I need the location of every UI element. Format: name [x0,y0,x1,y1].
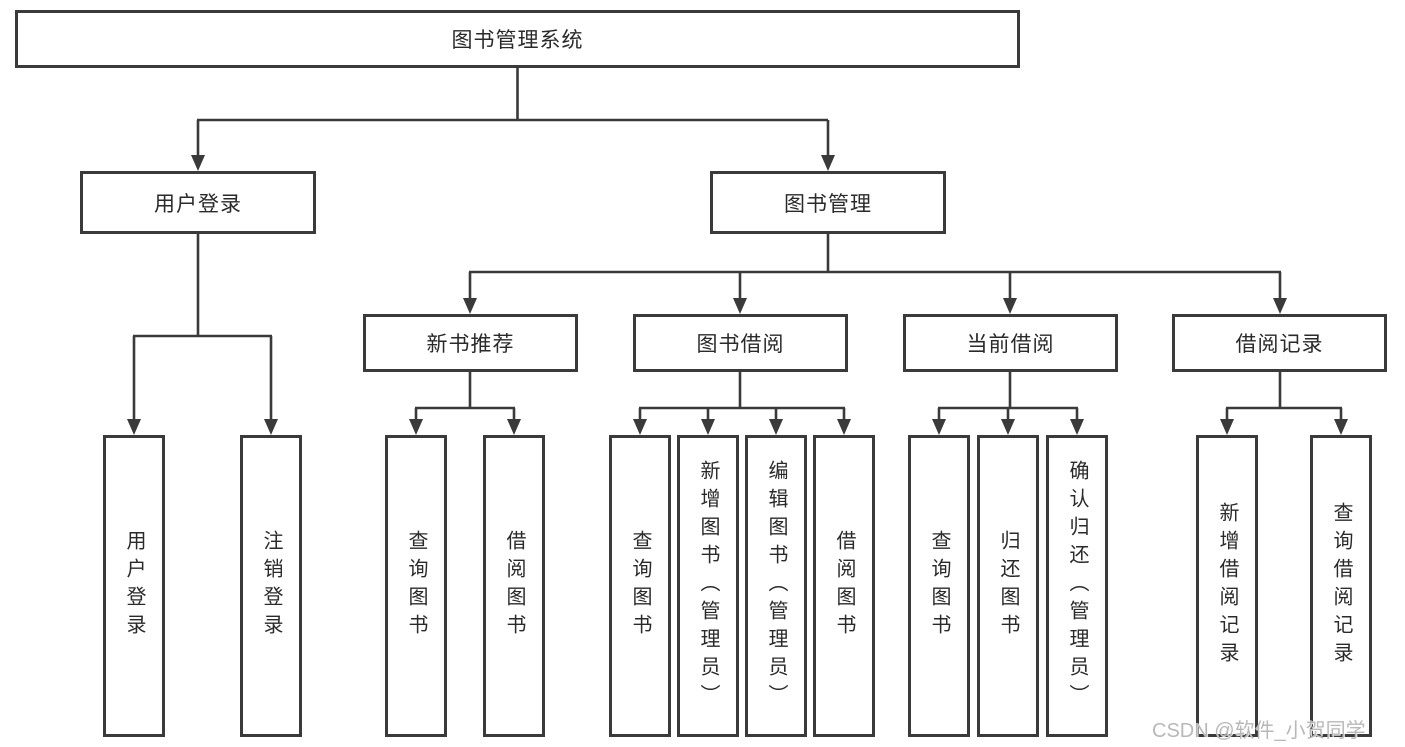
leaf-user-login: 用户登录 [103,435,165,737]
leaf-current-return-books-label: 归还图书 [997,530,1019,642]
arrowhead-down [821,155,835,171]
node-new-book-recommend: 新书推荐 [363,314,578,372]
arrowhead-down [932,419,946,435]
arrowhead-down [1001,419,1015,435]
leaf-borrow-edit-books-admin-label: 编辑图书（管理员） [765,460,787,712]
leaf-user-login-label: 用户登录 [123,530,145,642]
arrowhead-down [264,419,278,435]
csdn-watermark: CSDN @软件_小贺同学 [1152,720,1366,742]
leaf-current-confirm-return-admin: 确认归还（管理员） [1046,435,1108,737]
leaf-logout-label: 注销登录 [260,530,282,642]
connector-bookborrow-to-leaves [638,372,846,424]
connector-root-to-level2 [196,68,830,160]
leaf-logout: 注销登录 [240,435,302,737]
connector-bookmgmt-to-level3 [468,234,1282,303]
arrowhead-down [1070,419,1084,435]
leaf-current-query-books-label: 查询图书 [928,530,950,642]
leaf-record-query-record: 查询借阅记录 [1310,435,1372,737]
node-user-login: 用户登录 [80,171,316,234]
leaf-newbook-borrow-books: 借阅图书 [483,435,545,737]
arrowhead-down [191,155,205,171]
arrowhead-down [1003,298,1017,314]
arrowhead-down [507,419,521,435]
arrowhead-down [1334,419,1348,435]
arrowhead-down [409,419,423,435]
node-book-management: 图书管理 [710,171,946,234]
arrowhead-down [1220,419,1234,435]
connector-borrowrecord-to-leaves [1225,372,1343,424]
leaf-newbook-borrow-books-label: 借阅图书 [503,530,525,642]
leaf-record-query-record-label: 查询借阅记录 [1330,502,1352,670]
connector-newbook-to-leaves [414,372,516,424]
arrowhead-down [463,298,477,314]
leaf-newbook-query-books: 查询图书 [385,435,447,737]
node-borrow-record: 借阅记录 [1172,314,1387,372]
leaf-borrow-borrow-books: 借阅图书 [813,435,875,737]
leaf-borrow-add-books-admin: 新增图书（管理员） [677,435,739,737]
leaf-current-query-books: 查询图书 [908,435,970,737]
connector-currentborrow-to-leaves [937,372,1079,424]
arrowhead-down [633,419,647,435]
leaf-borrow-query-books-label: 查询图书 [629,530,651,642]
arrowhead-down [1273,298,1287,314]
leaf-current-return-books: 归还图书 [977,435,1039,737]
node-book-borrow: 图书借阅 [633,314,848,372]
leaf-borrow-add-books-admin-label: 新增图书（管理员） [697,460,719,712]
node-current-borrow: 当前借阅 [903,314,1118,372]
arrowhead-down [733,298,747,314]
leaf-borrow-query-books: 查询图书 [609,435,671,737]
leaf-borrow-edit-books-admin: 编辑图书（管理员） [745,435,807,737]
leaf-record-add-record: 新增借阅记录 [1196,435,1258,737]
arrowhead-down [837,419,851,435]
leaf-newbook-query-books-label: 查询图书 [405,530,427,642]
node-root: 图书管理系统 [15,10,1020,68]
leaf-record-add-record-label: 新增借阅记录 [1216,502,1238,670]
connector-userlogin-to-leaves [132,234,273,424]
arrowhead-down [769,419,783,435]
leaf-current-confirm-return-admin-label: 确认归还（管理员） [1066,460,1088,712]
arrowhead-down [701,419,715,435]
leaf-borrow-borrow-books-label: 借阅图书 [833,530,855,642]
arrowhead-down [127,419,141,435]
